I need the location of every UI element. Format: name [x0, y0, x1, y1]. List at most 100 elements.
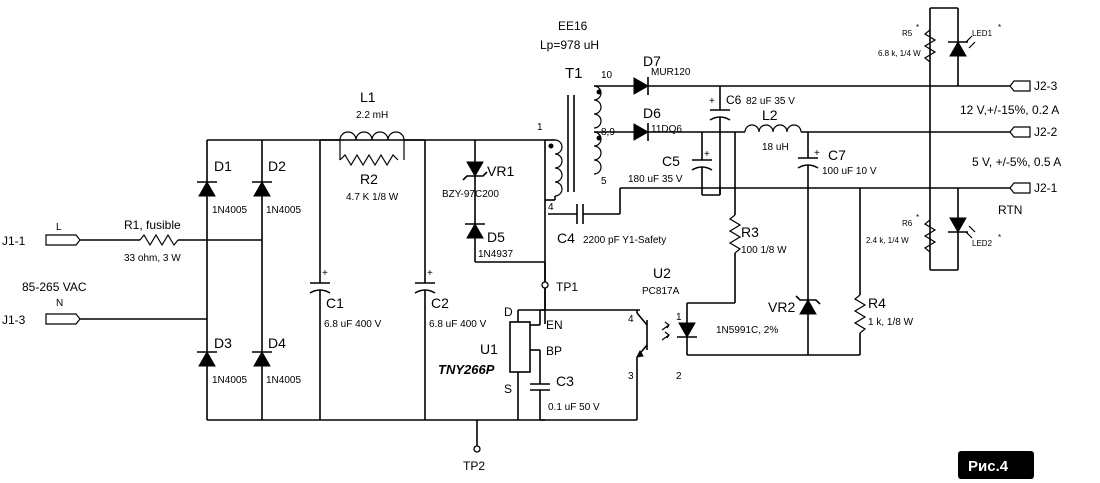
r4-ref: R4 [868, 295, 886, 311]
c1-value: 6.8 uF 400 V [324, 319, 382, 330]
u1-pin-s: S [504, 382, 512, 396]
d4-value: 1N4005 [266, 375, 301, 386]
u2-pin-2: 2 [676, 371, 682, 382]
clamp-circuit: VR1 BZY-97C200 D5 1N4937 [442, 140, 545, 263]
r4-value: 1 k, 1/8 W [868, 317, 914, 328]
j1-3-connector [45, 313, 81, 325]
c4-value: 2200 pF Y1-Safety [583, 235, 666, 246]
d3-value: 1N4005 [212, 375, 247, 386]
r5-ref: R5 [902, 29, 913, 38]
vr2-ref: VR2 [768, 299, 795, 315]
c2-capacitor: + C2 6.8 uF 400 V [414, 140, 487, 420]
vr1-ref: VR1 [487, 163, 514, 179]
j2-3-connector [1009, 80, 1031, 92]
d3-ref: D3 [214, 335, 232, 351]
j2-2-connector [1009, 126, 1031, 138]
rtn-label: RTN [998, 203, 1022, 217]
u1-value: TNY266P [438, 362, 495, 377]
d6-value: 11DQ6 [651, 124, 682, 135]
t1-inductance: Lp=978 uH [540, 38, 599, 52]
tp2-label: TP2 [463, 459, 485, 473]
u2-value: PC817A [642, 286, 680, 297]
led2-ref: LED2 [972, 239, 993, 248]
d1-ref: D1 [214, 158, 232, 174]
d5-ref: D5 [487, 229, 505, 245]
c7-ref: C7 [828, 147, 846, 163]
led2-star: * [998, 233, 1001, 242]
secondary-12v: D7 MUR120 + C6 82 uF 35 V [594, 53, 1010, 195]
t1-ref: T1 [565, 65, 583, 82]
r1-value: 33 ohm, 3 W [124, 253, 181, 264]
l1-value: 2.2 mH [356, 110, 388, 121]
l1-ref: L1 [360, 89, 376, 105]
r5-star: * [916, 23, 919, 32]
line-label: L [56, 222, 62, 233]
t1-pin-1: 1 [537, 122, 543, 133]
c4-y-capacitor: C4 2200 pF Y1-Safety [548, 188, 666, 246]
c3-ref: C3 [556, 373, 574, 389]
c2-value: 6.8 uF 400 V [429, 319, 487, 330]
j1-1-label: J1-1 [2, 234, 26, 248]
j2-3-label: J2-3 [1034, 79, 1058, 93]
d1-diode: D1 1N4005 [197, 158, 247, 216]
feedback-network: R3 100 1/8 W 1 2 U2 PC817A 4 3 VR2 1N599… [628, 132, 914, 382]
d2-diode: D2 1N4005 [252, 158, 301, 216]
input-connectors: J1-1 L J1-3 N 85-265 VAC [2, 222, 207, 327]
u1-pin-d: D [504, 305, 513, 319]
c3-value: 0.1 uF 50 V [548, 402, 600, 413]
l2-value: 18 uH [762, 142, 789, 153]
d7-ref: D7 [643, 53, 661, 69]
d2-ref: D2 [268, 158, 286, 174]
l2-ref: L2 [762, 107, 778, 123]
r2-ref: R2 [360, 171, 378, 187]
c5-polarity: + [704, 149, 710, 160]
r2-value: 4.7 K 1/8 W [346, 192, 399, 203]
bridge-rectifier: D1 1N4005 D2 1N4005 D3 1N4005 D4 1N4005 [197, 139, 545, 421]
r5-value: 6.8 k, 1/4 W [878, 49, 921, 58]
secondary-5v: D6 11DQ6 + C5 180 uF 35 V L2 18 uH + C7 … [594, 105, 1010, 195]
c7-polarity: + [814, 148, 820, 159]
input-voltage-label: 85-265 VAC [22, 280, 87, 294]
t1-pin-4: 4 [548, 202, 554, 213]
c1-capacitor: + C1 6.8 uF 400 V [309, 140, 382, 420]
c5-value: 180 uF 35 V [628, 174, 683, 185]
c6-value: 82 uF 35 V [746, 96, 795, 107]
c1-polarity: + [322, 268, 328, 279]
c2-polarity: + [427, 268, 433, 279]
d5-value: 1N4937 [478, 249, 513, 260]
figure-label-text: Рис.4 [968, 458, 1009, 475]
tp1-label: TP1 [556, 280, 578, 294]
vr2-value: 1N5991C, 2% [716, 325, 778, 336]
c4-ref: C4 [557, 230, 575, 246]
j2-1-label: J2-1 [1034, 181, 1058, 195]
r3-ref: R3 [741, 224, 759, 240]
vr1-value: BZY-97C200 [442, 189, 499, 200]
r3-value: 100 1/8 W [741, 245, 787, 256]
neutral-label: N [56, 298, 63, 309]
u2-pin-3: 3 [628, 371, 634, 382]
c1-ref: C1 [326, 295, 344, 311]
r1-ref: R1, fusible [124, 218, 181, 232]
d1-value: 1N4005 [212, 205, 247, 216]
r1-fusible-resistor: R1, fusible 33 ohm, 3 W [124, 218, 262, 264]
j2-1-connector [1009, 182, 1031, 194]
d3-diode: D3 1N4005 [197, 335, 247, 386]
led1-ref: LED1 [972, 29, 993, 38]
d4-diode: D4 1N4005 [252, 335, 301, 386]
j1-3-label: J1-3 [2, 313, 26, 327]
r6-value: 2.4 k, 1/4 W [866, 236, 909, 245]
r2-resistor: R2 4.7 K 1/8 W [339, 140, 405, 203]
l1-inductor: L1 2.2 mH [320, 89, 425, 141]
c7-value: 100 uF 10 V [822, 166, 877, 177]
c6-ref: C6 [726, 93, 742, 107]
u1-pin-en: EN [546, 318, 563, 332]
u2-pin-4: 4 [628, 314, 634, 325]
u1-body [509, 321, 531, 373]
u1-pin-bp: BP [546, 344, 562, 358]
c5-ref: C5 [662, 153, 680, 169]
led-indicators: R5 * 6.8 k, 1/4 W LED1 * R6 * 2.4 k, 1/4… [866, 7, 1001, 271]
r6-ref: R6 [902, 219, 913, 228]
j2-2-label: J2-2 [1034, 125, 1058, 139]
c2-ref: C2 [431, 295, 449, 311]
